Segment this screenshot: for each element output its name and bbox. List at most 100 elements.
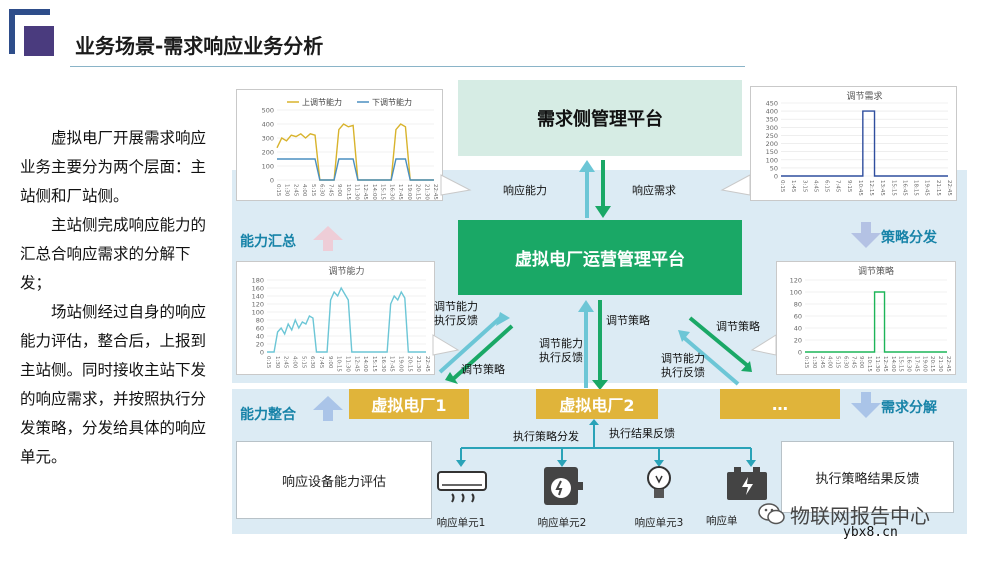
label-strategy-dispatch: 策略分发 [881,230,937,246]
x-tick-label: 13:45 [879,180,885,196]
y-tick-label: 180 [252,277,264,285]
series-line [276,123,434,181]
y-tick-label: 500 [262,107,274,115]
y-tick-label: 120 [790,277,802,285]
x-tick-label: 4:45 [812,180,818,193]
device-capability-eval-box: 响应设备能力评估 [236,441,432,519]
y-tick-label: 0 [774,173,778,181]
vpp-1-box: 虚拟电厂1 [349,389,469,419]
x-tick-label: 20:15 [406,356,412,372]
x-tick-label: 19:00 [398,356,404,372]
series-line [267,286,426,353]
x-tick-label: 19:00 [921,356,927,372]
y-tick-label: 100 [766,156,778,164]
x-tick-label: 9:15 [846,180,852,193]
x-tick-label: 18:15 [913,180,919,196]
arrow-diag-left-a-head [496,312,510,326]
x-tick-label: 15:15 [380,184,386,200]
x-tick-label: 22:45 [945,356,951,372]
y-tick-label: 80 [794,301,802,309]
air-conditioner-icon [437,471,487,503]
x-tick-label: 5:15 [300,356,306,369]
x-tick-label: 17:45 [389,356,395,372]
arrow-center-up-head [578,300,594,312]
dispatch-stem-head [589,419,599,425]
label-capability-integration: 能力整合 [240,407,296,423]
x-tick-label: 12:45 [353,356,359,372]
x-tick-label: 0:15 [275,184,281,197]
logo-icon [9,9,54,56]
demand-side-platform: 需求侧管理平台 [458,80,742,156]
x-tick-label: 4:00 [301,184,307,197]
y-tick-label: 300 [766,124,778,132]
arrow-down-demand-head [595,206,611,218]
arrow-diag-left-a [438,316,502,374]
series-line [277,158,434,181]
y-tick-label: 100 [252,309,264,317]
response-unit-3-label: 响应单元3 [634,517,684,529]
legend-label: 下调节能力 [372,97,412,107]
callout-tail-left [440,174,472,196]
meter-icon [544,467,583,505]
y-tick-label: 80 [256,317,264,325]
y-tick-label: 40 [256,333,264,341]
x-tick-label: 2:45 [292,184,298,197]
callout-tail-mid-left [432,334,460,356]
x-tick-label: 6:30 [309,356,315,369]
x-tick-label: 1:30 [811,356,817,369]
dispatch-down-arrow-icon [851,222,881,248]
arrow-diag-right-a-head [741,361,752,372]
label-demand-decomposition: 需求分解 [881,400,937,416]
x-tick-label: 0:15 [265,356,271,369]
x-tick-label: 5:15 [310,184,316,197]
x-tick-label: 6:15 [824,180,830,193]
label-capability-feedback-left: 调节能力 执行反馈 [434,300,478,327]
integrate-up-arrow-icon [313,396,343,421]
x-tick-label: 15:15 [371,356,377,372]
label-response-demand: 响应需求 [632,184,676,197]
response-unit-4-label: 响应单 [706,515,738,527]
y-tick-label: 0 [260,349,264,357]
x-tick-label: 21:30 [415,356,421,372]
label-strategy-right: 调节策略 [716,320,760,333]
x-tick-label: 1:30 [284,184,290,197]
y-tick-label: 140 [252,293,264,301]
watermark-site: ybx8.cn [843,525,898,540]
drop-4-head [746,460,756,467]
x-tick-label: 12:15 [868,180,874,196]
x-tick-label: 11:30 [874,356,880,372]
x-tick-label: 9:00 [336,184,342,197]
y-tick-label: 0 [798,349,802,357]
label-strategy-center: 调节策略 [606,314,650,327]
x-tick-label: 4:00 [827,356,833,369]
summary-up-arrow-icon [313,226,343,251]
arrow-diag-right-a [688,316,750,368]
x-tick-label: 2:45 [283,356,289,369]
drop-3-head [654,460,664,467]
series-line [805,291,947,353]
x-tick-label: 21:15 [935,180,941,196]
y-tick-label: 450 [766,100,778,108]
description-paragraph-1: 虚拟电厂开展需求响应业务主要分为两个层面：主站侧和厂站侧。 [20,129,207,205]
label-response-capability: 响应能力 [503,184,547,197]
vpp-operation-platform: 虚拟电厂运营管理平台 [458,220,742,295]
x-tick-label: 7:45 [835,180,841,193]
wechat-icon [758,503,785,525]
response-unit-2-label: 响应单元2 [537,517,587,529]
label-exec-feedback: 执行结果反馈 [609,427,675,440]
x-tick-label: 19:45 [924,180,930,196]
x-tick-label: 7:45 [850,356,856,369]
x-tick-label: 1:30 [274,356,280,369]
x-tick-label: 15:15 [898,356,904,372]
x-tick-label: 1:45 [790,180,796,193]
x-tick-label: 7:45 [318,356,324,369]
x-tick-label: 16:30 [906,356,912,372]
